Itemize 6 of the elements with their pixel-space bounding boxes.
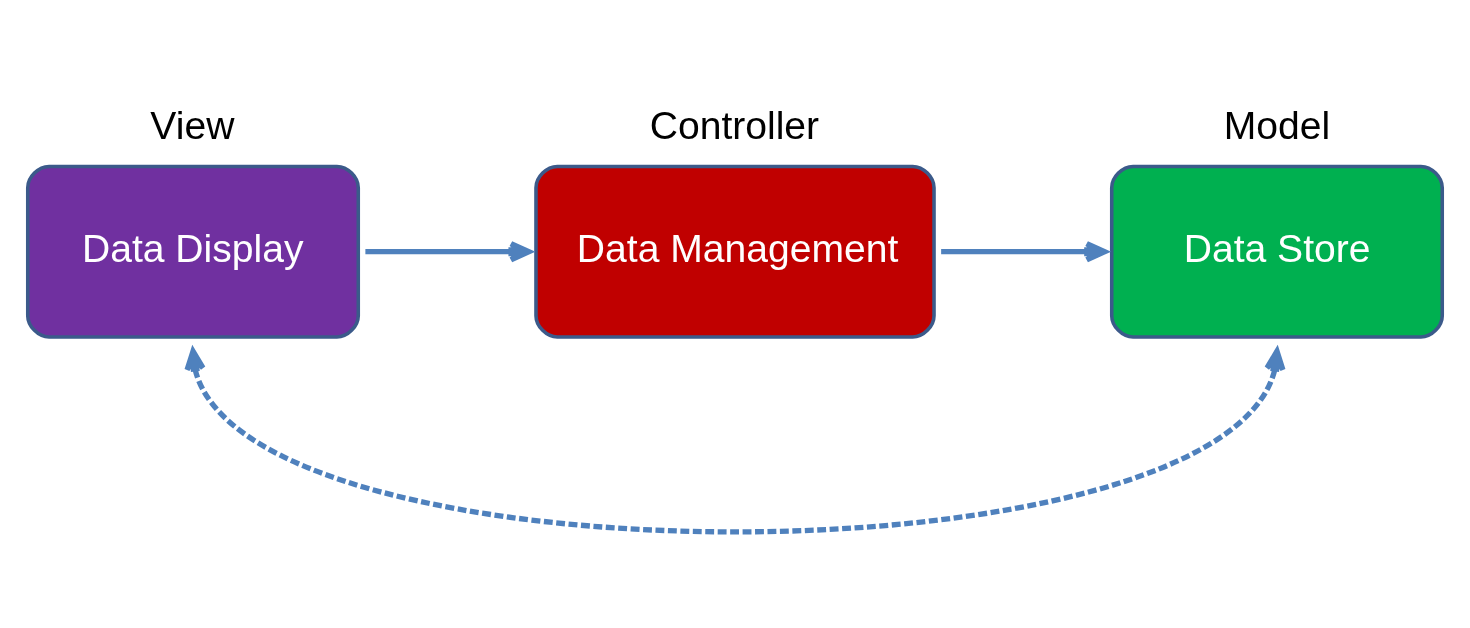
arrow	[941, 240, 1108, 262]
arrow	[184, 348, 1286, 534]
node-label: Controller	[649, 103, 820, 147]
node-label: View	[150, 103, 235, 147]
node-label: Model	[1223, 103, 1331, 147]
arrow	[365, 240, 532, 262]
